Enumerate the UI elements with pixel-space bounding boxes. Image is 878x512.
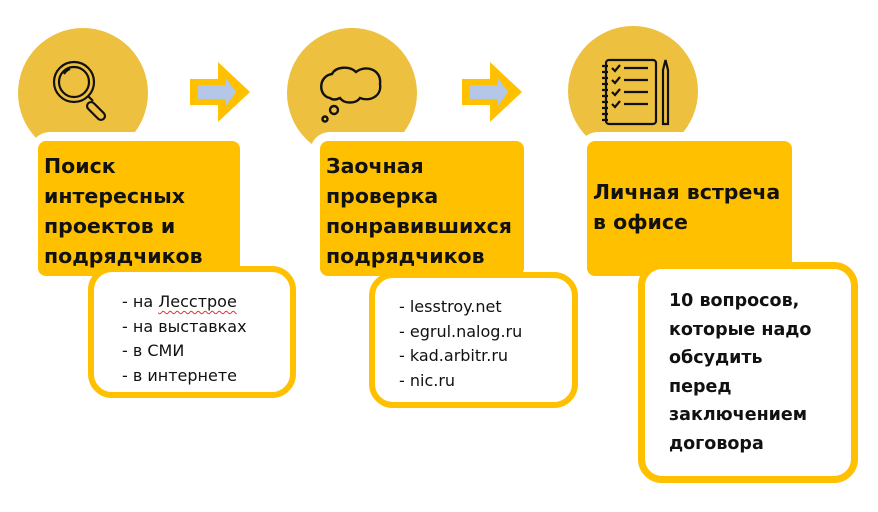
thought-cloud-icon <box>320 66 382 123</box>
step3-title-line: Личная встреча <box>593 180 781 204</box>
step2-title-box: Заочная проверка понравившихся подрядчик… <box>320 141 524 276</box>
note-line: обсудить <box>669 348 763 368</box>
step1-sources-note: - на Лесстрое - на выставках - в СМИ - в… <box>88 266 296 398</box>
list-item: - nic.ru <box>399 370 456 390</box>
note-line: 10 вопросов, <box>669 291 800 311</box>
step2-sources-note: - lesstroy.net - egrul.nalog.ru - kad.ar… <box>369 272 578 408</box>
note-line: перед <box>669 376 732 397</box>
list-item: - kad.arbitr.ru <box>399 346 509 365</box>
step3-title-line: в офисе <box>593 210 688 234</box>
step1-title-box: Поиск интересных проектов и подрядчиков <box>38 141 240 276</box>
list-item: - в интернете <box>122 365 238 385</box>
step1-title-line: проектов и <box>44 214 176 238</box>
step2-title-line: понравившихся <box>326 214 512 238</box>
step2-title-line: подрядчиков <box>326 244 485 268</box>
item-prefix: - на <box>122 292 159 311</box>
arrow-right-icon <box>462 62 522 122</box>
checklist-notebook-icon <box>602 58 670 126</box>
list-item: - на Лесстрое <box>122 290 290 315</box>
step1-title-line: Поиск <box>44 154 116 178</box>
note-line: заключением <box>669 405 808 425</box>
note-line: которые надо <box>669 319 812 340</box>
step1-title-line: интересных <box>44 184 185 208</box>
step2-title-line: проверка <box>326 184 439 208</box>
list-item: - на выставках <box>122 316 247 336</box>
note-line: договора <box>669 433 764 454</box>
step1-title-line: подрядчиков <box>44 244 203 268</box>
step2-title-line: Заочная <box>326 154 424 178</box>
item-word: Лесстрое <box>158 292 237 311</box>
step3-title-box: Личная встреча в офисе <box>587 141 792 276</box>
list-item: - lesstroy.net <box>399 297 502 316</box>
magnifier-icon <box>52 60 107 122</box>
step3-questions-note: 10 вопросов, которые надо обсудить перед… <box>638 262 858 483</box>
list-item: - в СМИ <box>122 341 185 360</box>
arrow-right-icon <box>190 62 250 122</box>
list-item: - egrul.nalog.ru <box>399 321 523 341</box>
